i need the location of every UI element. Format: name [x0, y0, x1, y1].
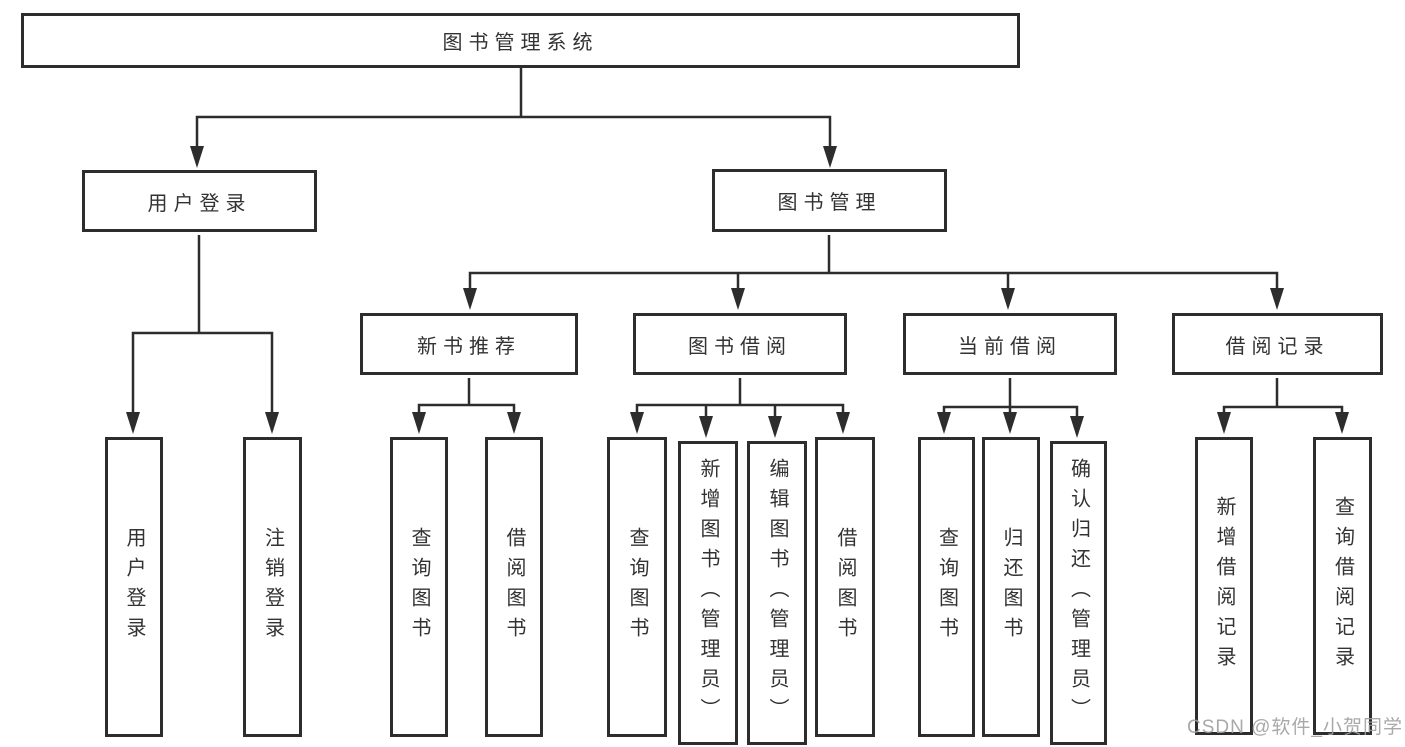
node-label: 新增图书（管理员）	[697, 458, 719, 728]
node-label: 新增借阅记录	[1213, 496, 1235, 676]
node-add-books-admin: 新增图书（管理员）	[678, 441, 738, 745]
node-user-login: 用户登录	[82, 170, 317, 232]
node-query-books-current: 查询图书	[918, 437, 975, 737]
node-label: 借阅图书	[503, 527, 525, 647]
node-logout: 注销登录	[243, 437, 302, 737]
node-label: 编辑图书（管理员）	[766, 458, 788, 728]
node-label: 借阅图书	[834, 527, 856, 647]
node-label: 图书管理系统	[442, 32, 599, 54]
node-label: 图书借阅	[688, 335, 792, 358]
arrowheads	[126, 146, 1349, 438]
node-book-borrow: 图书借阅	[633, 313, 847, 375]
node-current-borrow: 当前借阅	[903, 313, 1117, 375]
node-new-book-recommend: 新书推荐	[360, 313, 578, 375]
node-label: 归还图书	[1000, 527, 1022, 647]
node-label: 新书推荐	[417, 335, 521, 358]
node-label: 当前借阅	[958, 335, 1062, 358]
node-query-books-borrow: 查询图书	[607, 437, 667, 737]
node-label: 查询图书	[408, 527, 430, 647]
node-book-management: 图书管理	[712, 169, 947, 232]
node-label: 注销登录	[261, 527, 284, 647]
node-edit-books-admin: 编辑图书（管理员）	[747, 441, 807, 745]
node-borrow-books-leaf: 借阅图书	[815, 437, 875, 737]
node-add-borrow-record: 新增借阅记录	[1195, 437, 1253, 735]
node-query-borrow-record: 查询借阅记录	[1313, 437, 1372, 735]
node-label: 用户登录	[123, 527, 145, 647]
node-label: 查询图书	[626, 527, 648, 647]
node-borrow-books-recommend: 借阅图书	[485, 437, 543, 737]
node-label: 用户登录	[147, 192, 252, 215]
csdn-watermark: CSDN @软件_小贺同学	[1187, 717, 1403, 738]
node-label: 确认归还（管理员）	[1067, 458, 1090, 728]
node-label: 查询借阅记录	[1331, 496, 1354, 676]
node-label: 查询图书	[935, 527, 958, 647]
node-library-management-system: 图书管理系统	[21, 13, 1020, 68]
node-user-login-leaf: 用户登录	[105, 437, 163, 737]
node-return-books: 归还图书	[982, 437, 1040, 737]
node-query-books-recommend: 查询图书	[390, 437, 448, 737]
node-confirm-return-admin: 确认归还（管理员）	[1050, 441, 1107, 745]
node-label: 图书管理	[777, 192, 882, 214]
node-label: 借阅记录	[1225, 335, 1330, 358]
node-borrow-records: 借阅记录	[1172, 313, 1383, 375]
